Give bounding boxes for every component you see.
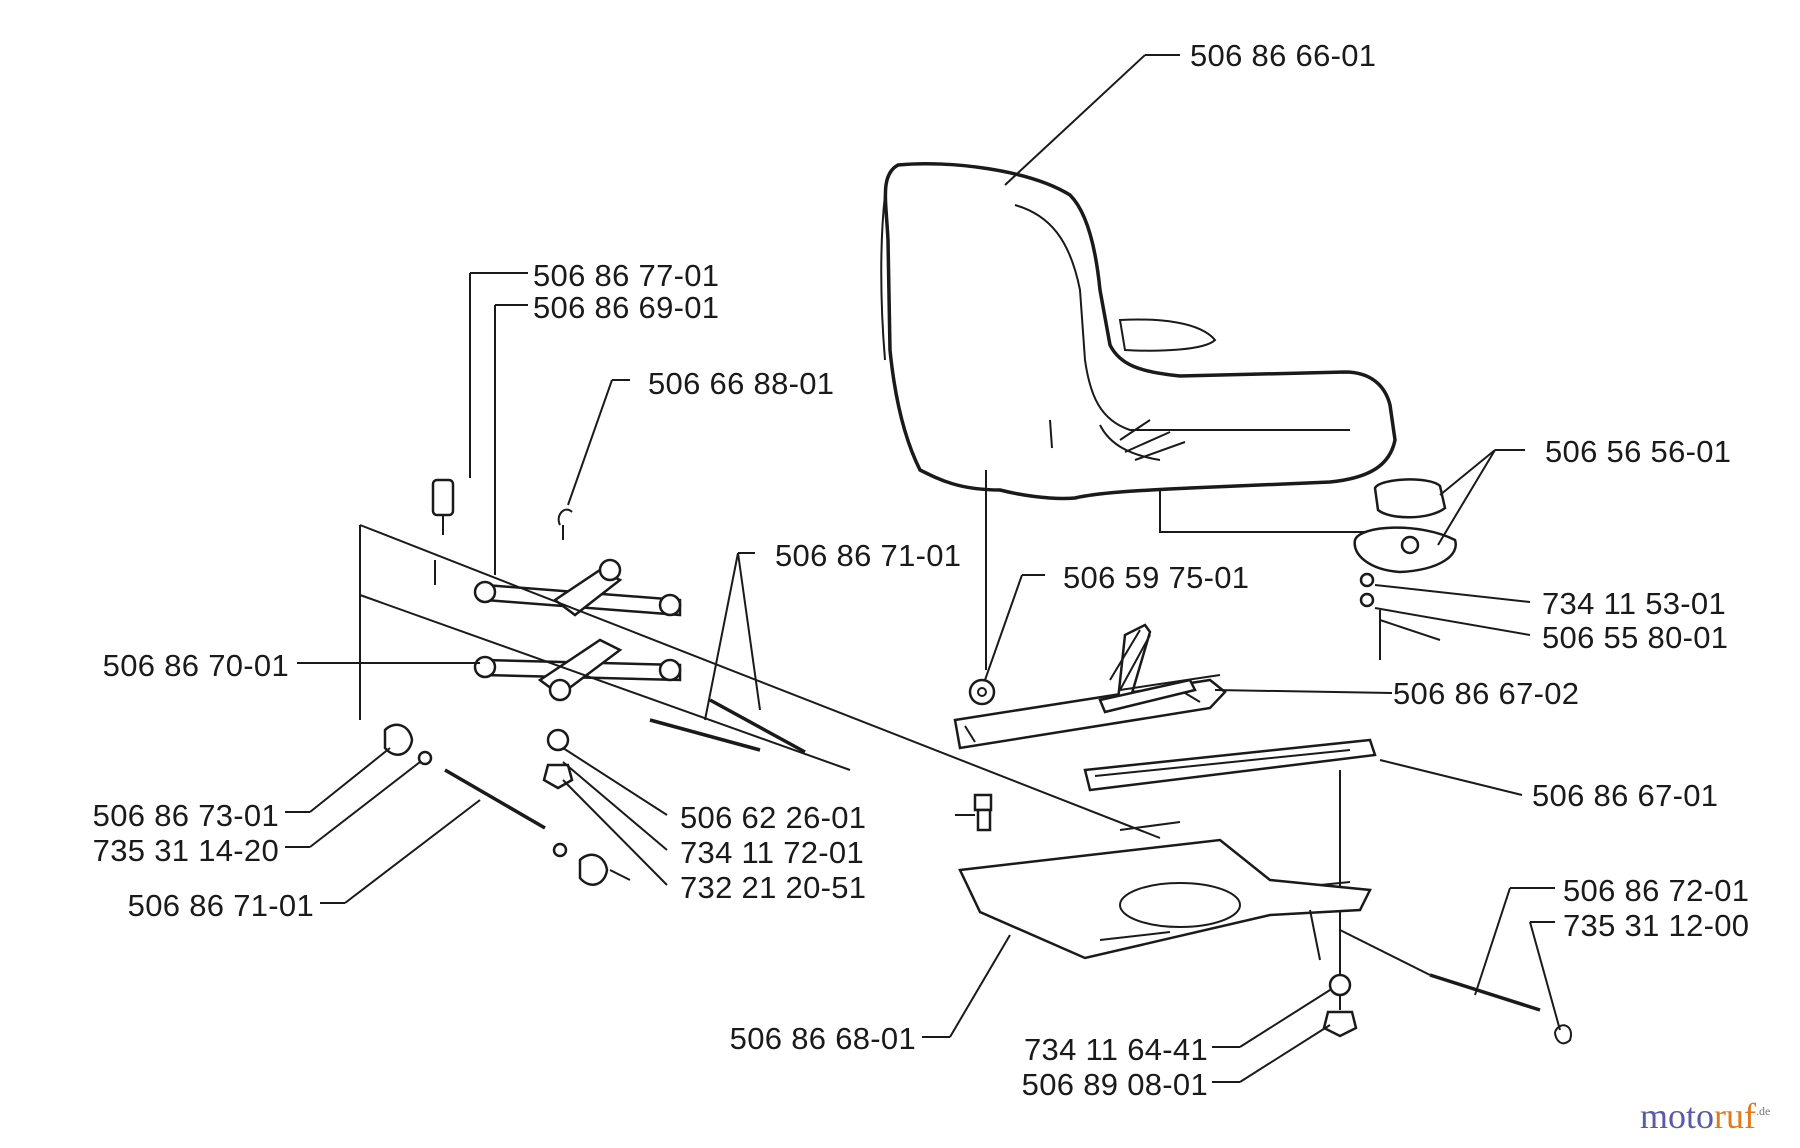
- part-label-506867201: 506 86 72-01: [1563, 873, 1750, 908]
- part-label-506867101-bottom: 506 86 71-01: [127, 888, 314, 923]
- rear-pin: [1322, 929, 1572, 1045]
- part-label-506668801: 506 66 88-01: [648, 366, 835, 401]
- part-label-732212051: 732 21 20-51: [680, 870, 867, 905]
- part-label-506866801: 506 86 68-01: [729, 1021, 916, 1056]
- part-label-506565601: 506 56 56-01: [1545, 434, 1732, 469]
- part-label-506867701: 506 86 77-01: [533, 258, 720, 293]
- part-label-735311200: 735 31 12-00: [1563, 908, 1750, 943]
- motoruf-watermark-logo: motoruf.de: [1640, 1096, 1771, 1136]
- seat-switch-parts: [1353, 478, 1457, 660]
- part-label-734116441: 734 11 64-41: [1023, 1032, 1208, 1067]
- part-label-735311420: 735 31 14-20: [92, 833, 279, 868]
- part-label-506866701: 506 86 67-01: [1532, 778, 1719, 813]
- base-plate: [958, 821, 1372, 961]
- part-label-506867001: 506 86 70-01: [102, 648, 289, 683]
- part-label-506597501: 506 59 75-01: [1063, 560, 1250, 595]
- part-label-506866601: 506 86 66-01: [1190, 38, 1377, 73]
- part-label-506890801: 506 89 08-01: [1021, 1067, 1208, 1102]
- adjust-lever: [1098, 629, 1221, 714]
- part-label-506867101-top: 506 86 71-01: [775, 538, 962, 573]
- part-label-734117201: 734 11 72-01: [680, 835, 865, 870]
- seat-drawing: [880, 162, 1397, 670]
- leader-lines: [285, 54, 1561, 1083]
- part-label-734115301: 734 11 53-01: [1542, 586, 1727, 621]
- part-label-506866901: 506 86 69-01: [533, 290, 720, 325]
- part-label-506866702: 506 86 67-02: [1393, 676, 1580, 711]
- part-label-506622601: 506 62 26-01: [680, 800, 867, 835]
- part-label-506867301: 506 86 73-01: [92, 798, 279, 833]
- linkage-assembly: [359, 478, 1161, 886]
- part-label-506558001: 506 55 80-01: [1542, 620, 1729, 655]
